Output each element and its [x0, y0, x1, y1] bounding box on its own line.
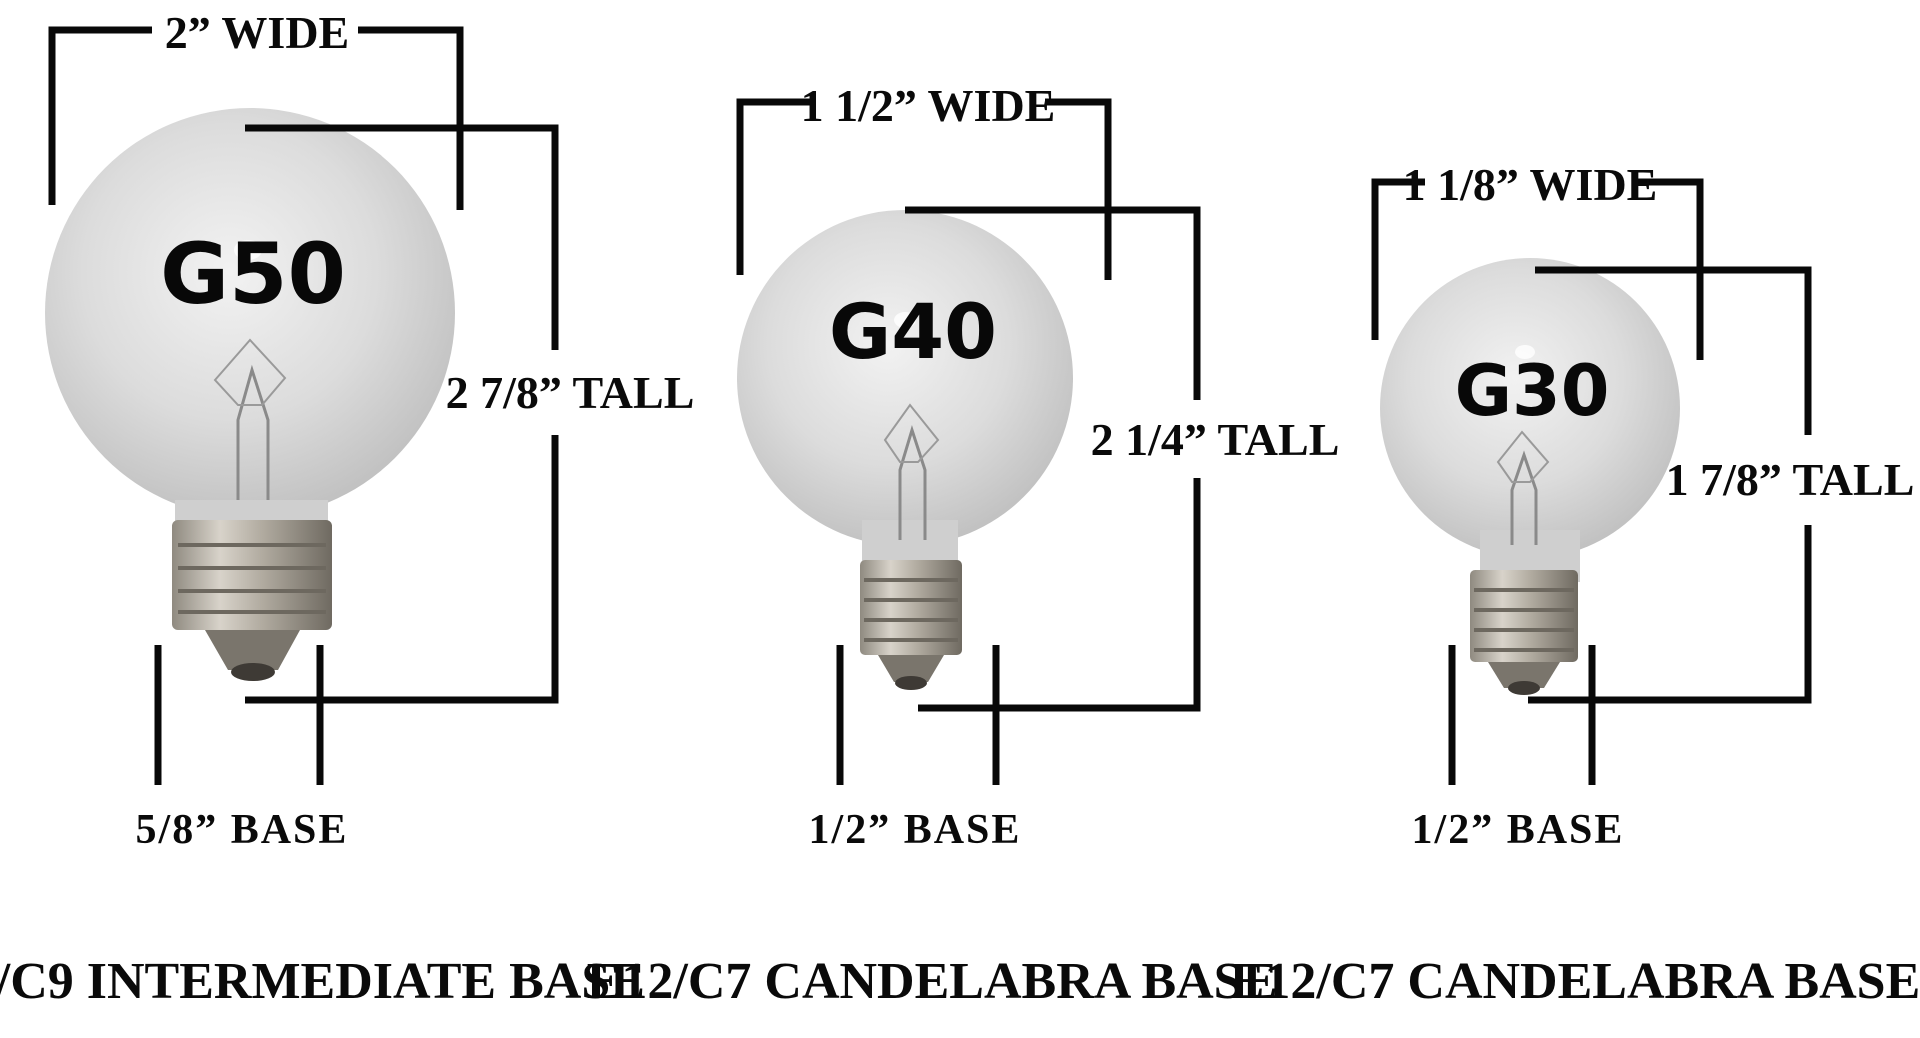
g40-base-type: E12/C7 CANDELABRA BASE [587, 953, 1278, 1010]
bulb-g50: G50 2” WIDE 2 7/8” TALL 5/8” BASE E17/C9… [0, 7, 694, 1010]
g40-base-label: 1/2” BASE [809, 807, 1022, 853]
g30-width-label: 1 1/8” WIDE [1403, 159, 1658, 210]
g30-base-type: E12/C7 CANDELABRA BASE [1230, 953, 1920, 1010]
bulb-g30: G30 1 1/8” WIDE 1 7/8” TALL 1/2” BASE E1… [1230, 159, 1920, 1010]
g40-width-label: 1 1/2” WIDE [801, 80, 1056, 131]
g50-base-bracket [154, 645, 324, 785]
g50-width-bracket [48, 26, 464, 210]
g30-width-bracket [1371, 178, 1704, 360]
g30-bulb-image [1380, 258, 1680, 695]
g30-model-label: G30 [1455, 350, 1610, 432]
g50-base-label: 5/8” BASE [136, 807, 349, 853]
g40-model-label: G40 [829, 287, 997, 376]
g30-height-bracket [1528, 266, 1812, 704]
g30-base-label: 1/2” BASE [1412, 807, 1625, 853]
g50-width-label: 2” WIDE [165, 7, 349, 58]
g50-model-label: G50 [160, 225, 346, 323]
bulb-g40: G40 1 1/2” WIDE 2 1/4” TALL 1/2” BASE E1… [587, 80, 1340, 1010]
g40-bulb-image [737, 210, 1073, 690]
g50-height-bracket [245, 124, 559, 704]
g30-height-label: 1 7/8” TALL [1666, 454, 1915, 505]
g40-height-bracket [905, 206, 1201, 712]
g40-base-bracket [836, 645, 1000, 785]
g40-width-bracket [736, 98, 1112, 280]
g30-base-bracket [1448, 645, 1596, 785]
g50-base-type: E17/C9 INTERMEDIATE BASE [0, 953, 645, 1010]
g40-height-label: 2 1/4” TALL [1091, 414, 1340, 465]
g50-bulb-image [45, 108, 455, 681]
g50-height-label: 2 7/8” TALL [446, 367, 695, 418]
